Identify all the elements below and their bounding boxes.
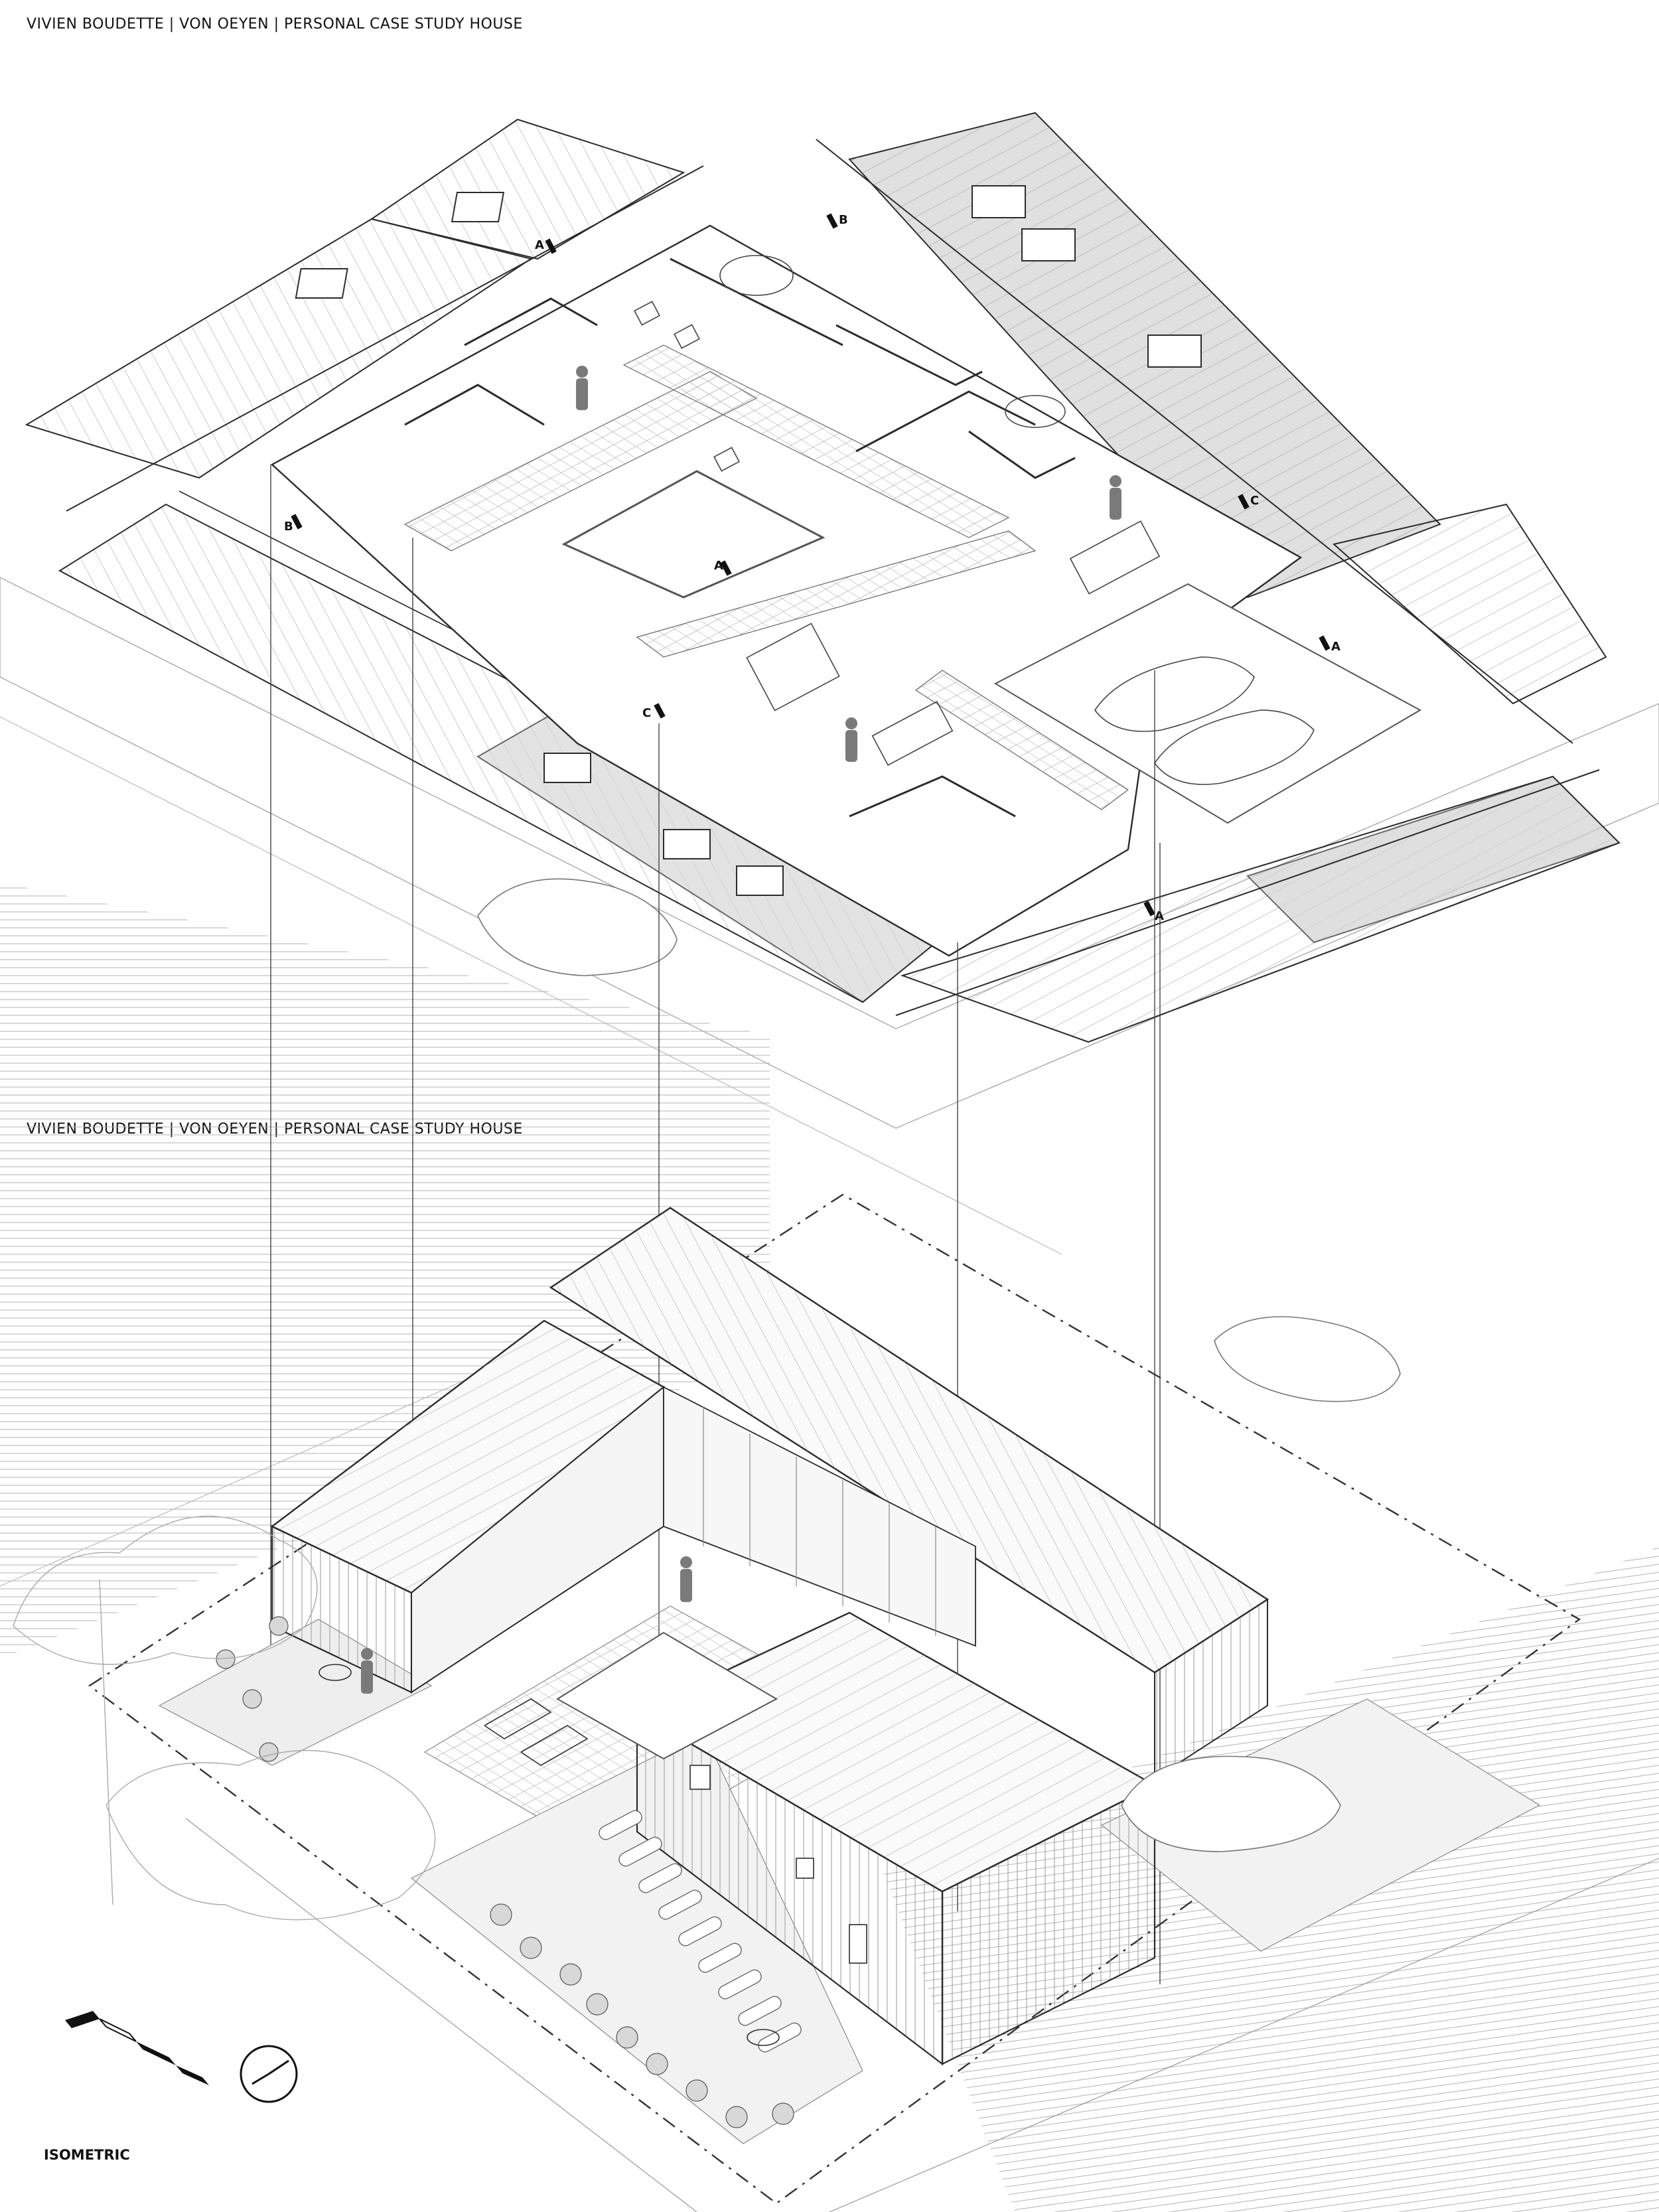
section-marker-c-2: C bbox=[642, 706, 651, 720]
section-marker-a-4: A bbox=[1155, 909, 1164, 923]
isometric-house bbox=[13, 1193, 1581, 2205]
scale-bar bbox=[65, 2011, 209, 2085]
north-arrow-icon bbox=[240, 2045, 298, 2103]
section-marker-c-1: C bbox=[1250, 494, 1259, 508]
project-title-upper: VIVIEN BOUDETTE | VON OEYEN | PERSONAL C… bbox=[27, 16, 523, 33]
section-marker-a-1: A bbox=[535, 238, 544, 252]
view-label: ISOMETRIC bbox=[44, 2147, 130, 2163]
section-marker-b-1: B bbox=[839, 213, 848, 227]
section-markers: A B B A C A C A bbox=[284, 213, 1340, 923]
section-marker-b-2: B bbox=[284, 520, 293, 534]
section-marker-a-3: A bbox=[1331, 640, 1340, 654]
exploded-roof-plan: A B B A C A C A bbox=[25, 111, 1621, 1043]
section-marker-a-2: A bbox=[714, 559, 723, 573]
